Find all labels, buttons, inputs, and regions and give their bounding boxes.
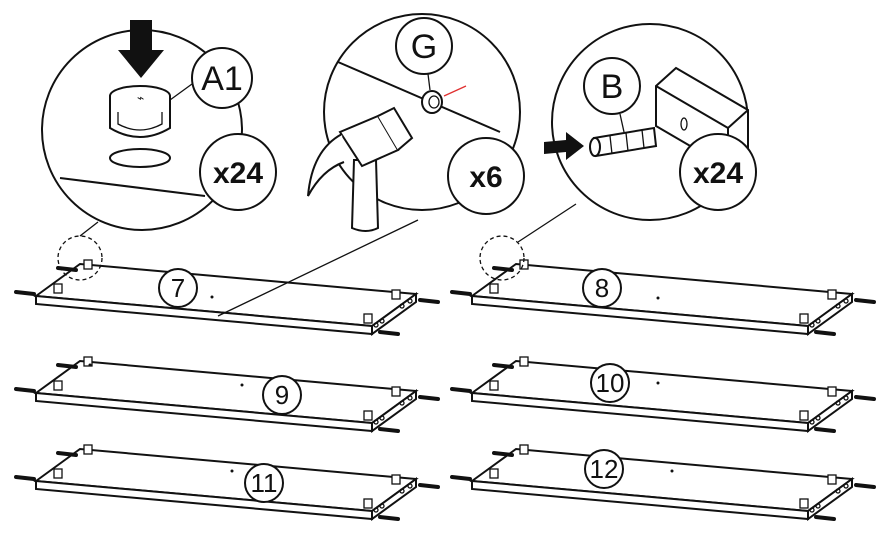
hammer-icon [307,106,414,232]
quantity-circle [679,133,757,211]
panel-10: 10 [450,355,876,433]
panel-9: 9 [14,355,440,433]
panel-number-label: 11 [251,468,278,498]
panel-7: 7 [14,258,440,336]
part-label-circle [395,17,453,75]
panel-8: 8 [450,258,876,336]
part-label-circle [191,47,253,109]
right-arrow-icon [544,132,584,160]
callout-nail: G x6 [307,13,525,232]
dowel-icon [589,126,658,158]
panel-12: 12 [450,443,876,521]
panel-number-circle [244,463,284,503]
down-arrow-icon [118,20,164,78]
quantity-circle [447,137,525,215]
panel-number-circle [582,268,622,308]
panel-11: 11 [14,443,440,521]
quantity-label: x24 [213,157,263,190]
panel-number-label: 8 [595,273,609,303]
part-label: B [601,68,624,106]
callout-cam-lock: ⌁ A1 x24 [41,20,277,231]
svg-text:⌁: ⌁ [137,91,144,105]
panel-number-circle [584,449,624,489]
panel-number-circle [590,363,630,403]
quantity-label: x24 [693,157,743,190]
panel-number-label: 7 [171,273,185,303]
callout-dowel: B x24 [544,23,757,221]
panel-number-circle [158,268,198,308]
panel-number-label: 10 [596,368,625,398]
cam-lock-icon: ⌁ [109,85,171,168]
quantity-circle [199,133,277,211]
zoom-indicator-right [479,235,525,281]
part-label-circle [583,57,641,115]
panel-number-label: 9 [275,380,289,410]
quantity-label: x6 [469,161,502,194]
leader-line-nail [217,219,419,317]
panel-number-label: 12 [590,454,619,484]
zoom-indicator-left [57,235,103,281]
nail-icon [421,85,467,114]
part-label: A1 [201,60,243,98]
part-label: G [411,28,437,66]
panel-number-circle [262,375,302,415]
